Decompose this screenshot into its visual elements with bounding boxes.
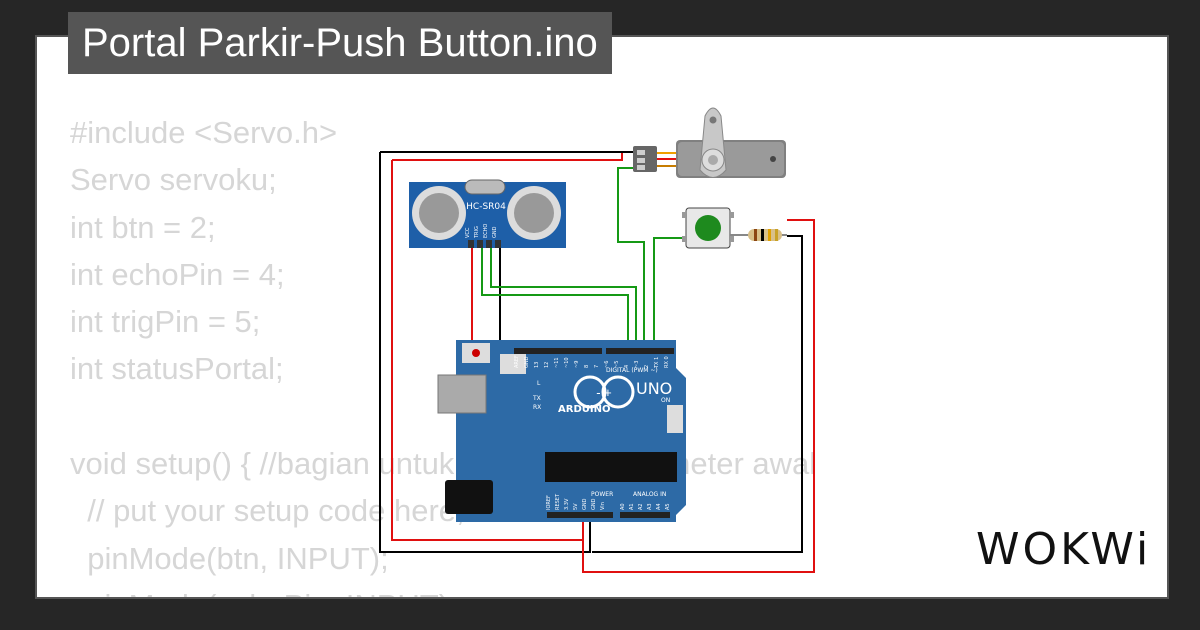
atmega-chip	[545, 452, 677, 482]
pin-label: Vin	[600, 502, 606, 510]
svg-text:ECHO: ECHO	[483, 224, 489, 238]
wire-black-btn	[592, 235, 803, 553]
pin-label: A3	[647, 503, 653, 510]
code-line: int trigPin = 5;	[70, 304, 261, 340]
ultrasonic-sensor: HC-SR04 VCC TRIG ECHO GND	[409, 179, 566, 248]
pin-label: TX 1	[654, 357, 660, 369]
svg-text:RX: RX	[533, 404, 541, 411]
wire-green-button	[653, 237, 686, 348]
digital-pin-labels: AREF GND 13 12 ~11 ~10 ~9 8 7 ~6 ~5 4 ~3 2 TX 1 RX 0	[514, 355, 670, 369]
pin-label: 8	[584, 365, 590, 368]
pin-label: 12	[544, 362, 550, 368]
pin-label: A4	[656, 503, 662, 510]
sensor-label: HC-SR04	[466, 202, 506, 212]
pin-label: ~3	[634, 361, 640, 368]
pin-label: ~5	[614, 361, 620, 368]
pin-label: A5	[665, 503, 671, 510]
pin-label: RESET	[555, 493, 561, 510]
svg-text:ANALOG IN: ANALOG IN	[633, 491, 666, 498]
svg-text:VCC: VCC	[465, 227, 471, 238]
svg-text:- +: - +	[596, 385, 612, 400]
wire-green-trig	[481, 246, 629, 348]
svg-text:GND: GND	[492, 226, 498, 238]
code-line: pinMode(btn, INPUT);	[70, 540, 389, 576]
project-title[interactable]: Portal Parkir-Push Button.ino	[68, 12, 612, 74]
pin-label: 3.3V	[564, 498, 570, 510]
pin-label: GND	[591, 498, 597, 510]
pin-label: GND	[524, 356, 530, 368]
pin-label: IOREF	[546, 495, 552, 510]
svg-text:TRIG: TRIG	[474, 226, 480, 239]
resistor	[730, 229, 787, 241]
pin-label: ~9	[574, 361, 580, 368]
sensor-pin-labels: VCC TRIG ECHO GND	[465, 224, 498, 239]
code-line: int statusPortal;	[70, 351, 284, 387]
code-line: #include <Servo.h>	[70, 115, 338, 150]
code-line: int btn = 2;	[70, 209, 216, 245]
wire-red-5v-servo	[392, 151, 640, 161]
reset-button[interactable]	[472, 349, 480, 357]
svg-text:DIGITAL (PWM ~): DIGITAL (PWM ~)	[606, 367, 658, 374]
power-jack	[445, 480, 493, 514]
code-line: Servo servoku;	[70, 162, 277, 198]
pin-label: A0	[620, 503, 626, 510]
usb-port	[437, 374, 487, 414]
pin-label: ~6	[604, 361, 610, 368]
svg-text:ON: ON	[661, 397, 670, 404]
pin-label: RX 0	[664, 356, 670, 368]
board-model: UNO	[636, 379, 672, 398]
wire-green-echo	[490, 246, 637, 348]
code-line: pinMode(echoPin, INPUT);	[70, 582, 816, 597]
board-logo: ARDUINO	[558, 404, 610, 415]
svg-text:L: L	[537, 380, 541, 387]
svg-text:POWER: POWER	[591, 491, 613, 498]
pin-label: AREF	[514, 355, 520, 368]
code-area: #include <Servo.h> Servo servoku; int btn …	[35, 35, 1169, 599]
push-button	[682, 207, 734, 249]
pin-label: 2	[644, 365, 650, 368]
pin-label: ~10	[564, 357, 570, 368]
servo-motor	[633, 107, 786, 178]
pin-label: GND	[582, 498, 588, 510]
wire-green-servo	[617, 167, 645, 348]
code-line: int echoPin = 4;	[70, 256, 285, 292]
svg-text:TX: TX	[532, 395, 541, 402]
code-preview: #include <Servo.h> Servo servoku; int btn …	[70, 109, 816, 597]
pin-label: 4	[624, 365, 630, 368]
pin-label: 13	[534, 362, 540, 368]
pin-label: ~11	[554, 357, 560, 368]
pin-label: 7	[594, 365, 600, 368]
wokwi-logo[interactable]: WOKWi	[976, 524, 1152, 575]
wire-red-resistor	[582, 219, 815, 573]
pin-label: A2	[638, 503, 644, 510]
pin-label: A1	[629, 503, 635, 510]
arduino-board: - + ARDUINO UNO DIGITAL (PWM ~) POWER AN…	[437, 340, 686, 522]
pin-label: 5V	[573, 503, 579, 510]
